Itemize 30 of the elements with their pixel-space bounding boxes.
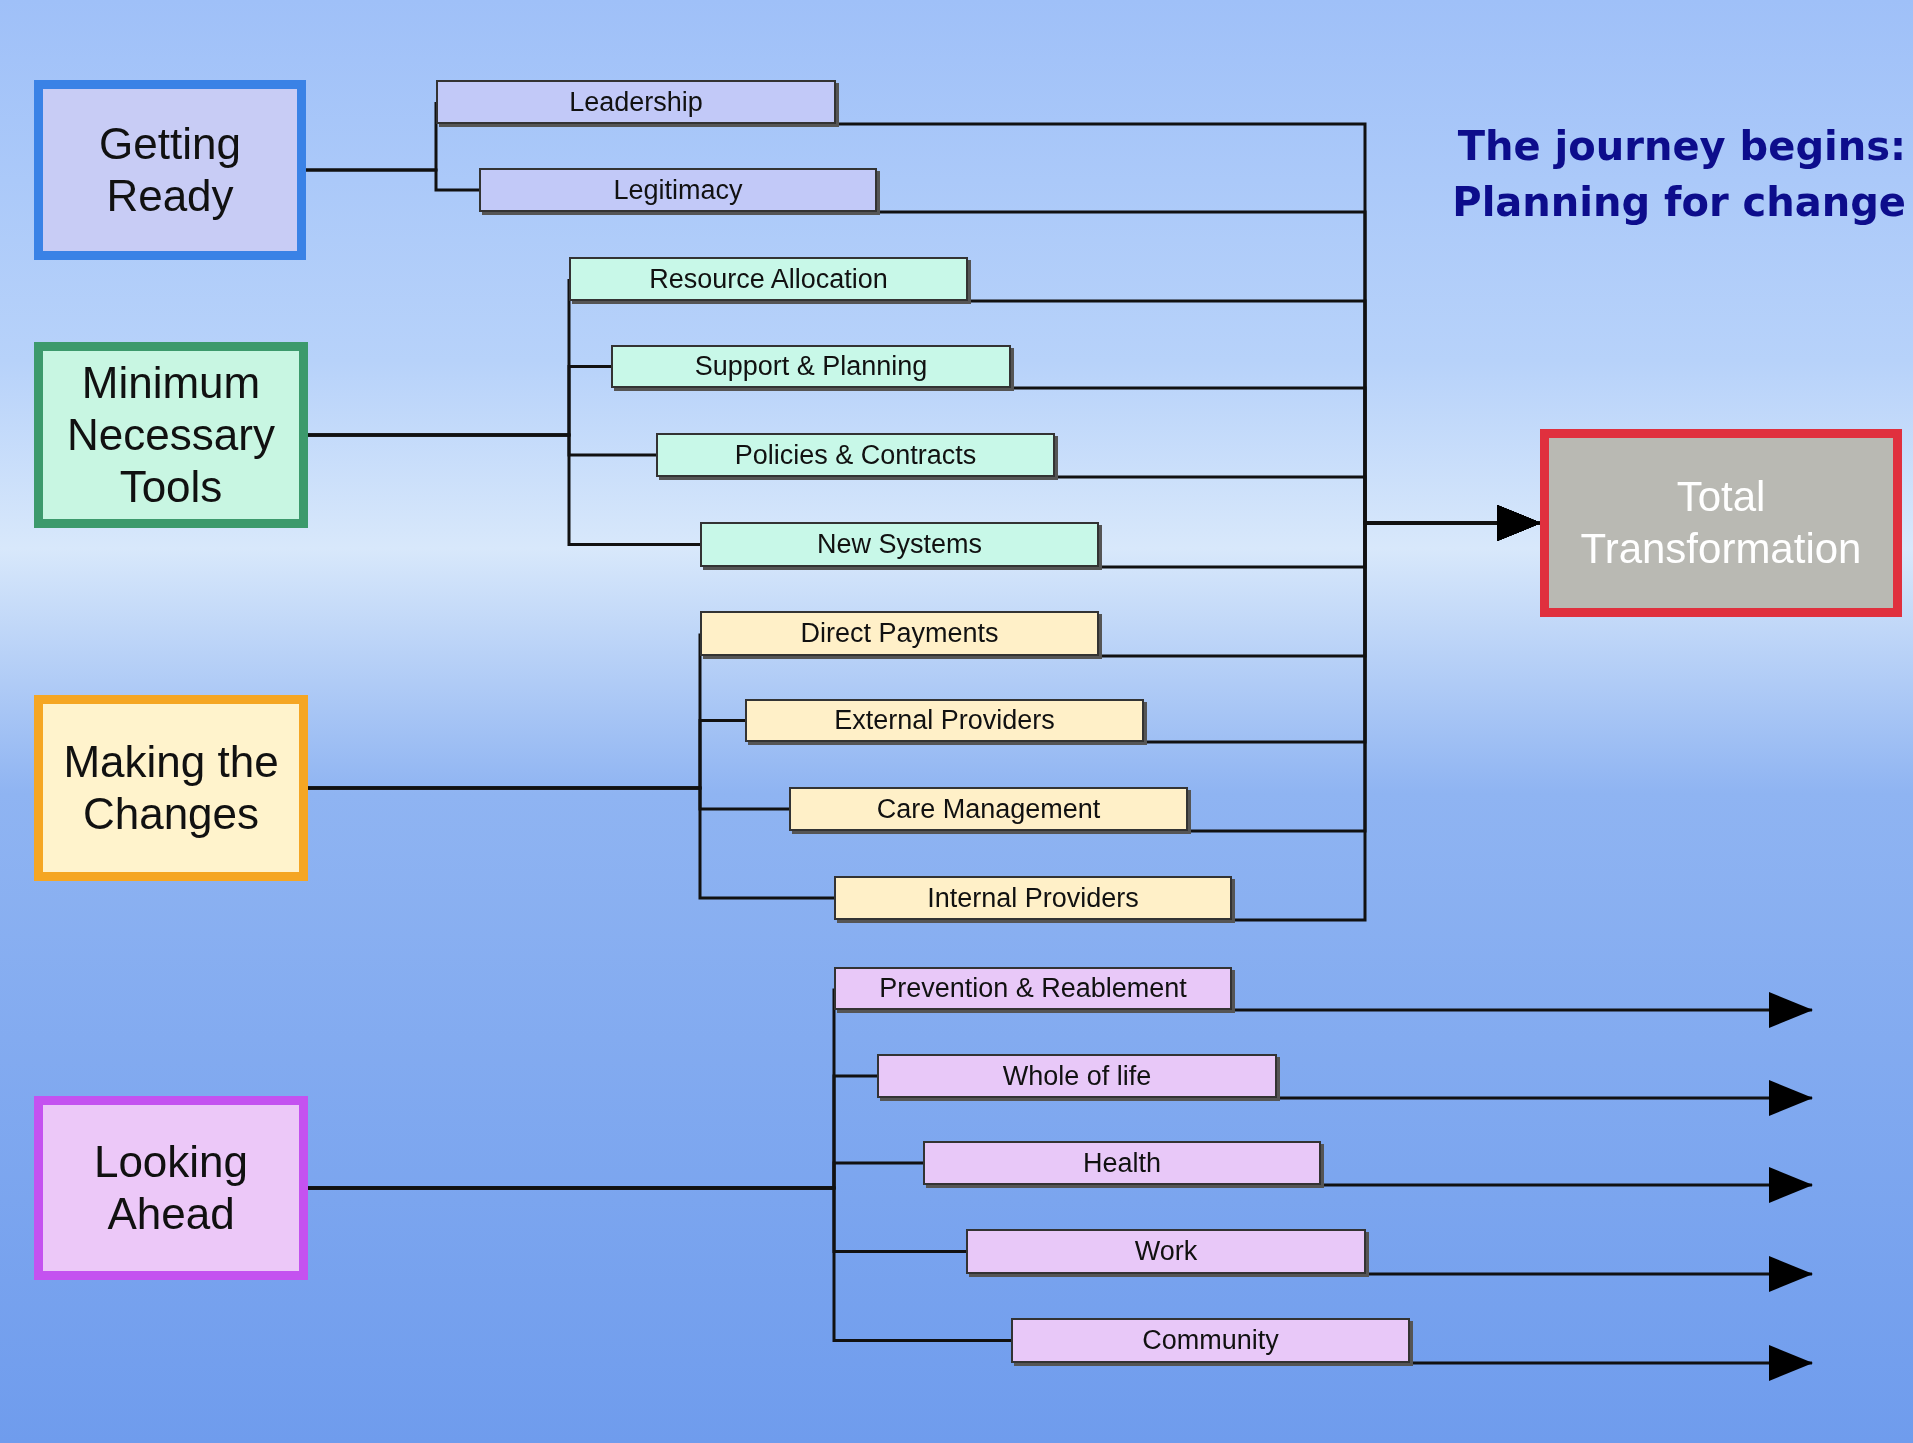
arrow <box>1232 992 1813 1028</box>
topic-box: Policies & Contracts <box>656 433 1055 477</box>
topic-box: Community <box>1011 1318 1410 1363</box>
stage-box: Looking Ahead <box>34 1096 308 1280</box>
topic-box: Prevention & Reablement <box>834 967 1232 1010</box>
stage-box: Getting Ready <box>34 80 306 260</box>
topic-box: Work <box>966 1229 1366 1274</box>
topic-box: Care Management <box>789 787 1188 831</box>
topic-box: Direct Payments <box>700 611 1099 656</box>
topic-box: Internal Providers <box>834 876 1232 920</box>
arrow <box>1410 1345 1813 1381</box>
stage-box: Making the Changes <box>34 695 308 881</box>
topic-box: Resource Allocation <box>569 257 968 301</box>
stage-box: Minimum Necessary Tools <box>34 342 308 528</box>
topic-box: Leadership <box>436 80 836 124</box>
arrow <box>1366 1256 1813 1292</box>
connector-line <box>306 168 479 192</box>
topic-box: Legitimacy <box>479 168 877 212</box>
title: The journey begins: Planning for change <box>1451 122 1906 227</box>
topic-box: Health <box>923 1141 1321 1185</box>
arrow <box>1277 1080 1813 1116</box>
connector-line <box>308 433 700 546</box>
topic-box: Support & Planning <box>611 345 1011 388</box>
topic-box: External Providers <box>745 699 1144 742</box>
topic-box: New Systems <box>700 522 1099 567</box>
connector-line <box>308 1186 1011 1342</box>
connector-line <box>308 786 834 900</box>
arrow <box>1321 1167 1813 1203</box>
goal-box: Total Transformation <box>1540 429 1902 617</box>
topic-box: Whole of life <box>877 1054 1277 1098</box>
